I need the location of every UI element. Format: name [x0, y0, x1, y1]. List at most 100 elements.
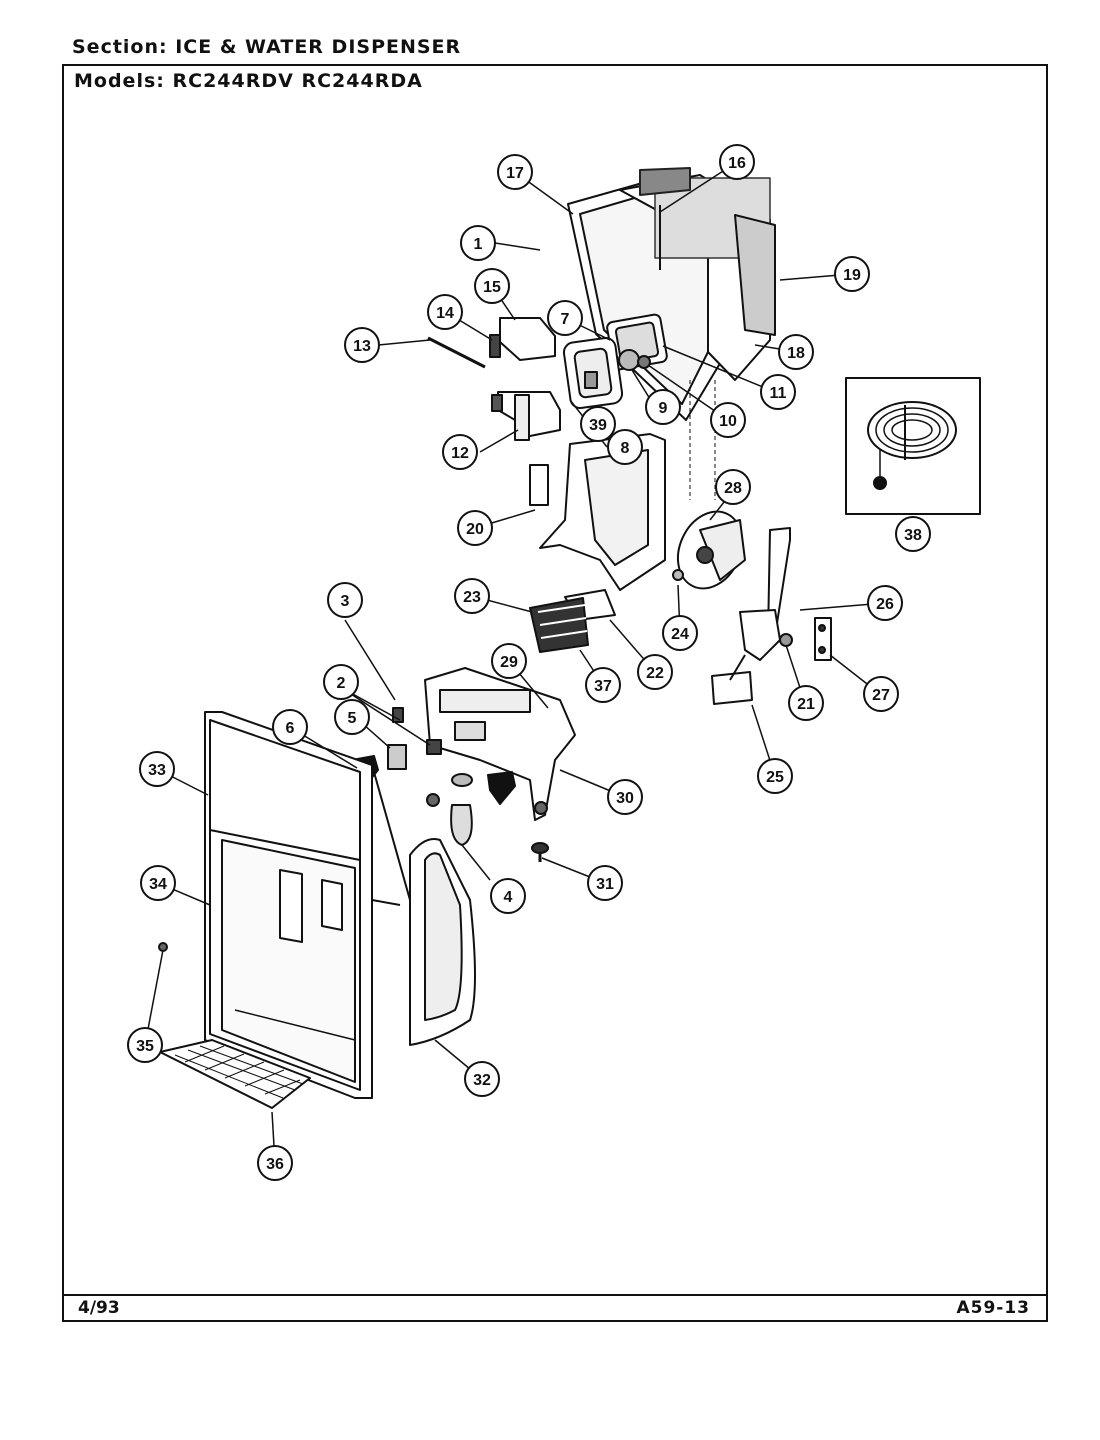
upper-brackets: [427, 317, 561, 441]
callout-circle: [457, 510, 493, 546]
section-value: ICE & WATER DISPENSER: [175, 36, 462, 58]
callout-number: 34: [149, 876, 167, 893]
callout-number: 9: [659, 400, 668, 417]
callout-25: 25: [757, 758, 793, 794]
callout-36: 36: [257, 1145, 293, 1181]
callout-circle: [427, 294, 463, 330]
callout-3: 3: [327, 582, 363, 618]
callout-circle: [719, 144, 755, 180]
callout-9: 9: [645, 389, 681, 425]
callout-27: 27: [863, 676, 899, 712]
callout-circle: [442, 434, 478, 470]
callout-number: 28: [724, 480, 742, 497]
callout-labels: 1234567891011121314151617181920212223242…: [127, 144, 931, 1181]
callout-number: 19: [843, 267, 861, 284]
callout-circle: [460, 225, 496, 261]
callout-31: 31: [587, 865, 623, 901]
callout-number: 13: [353, 338, 371, 355]
callout-21: 21: [788, 685, 824, 721]
callout-circle: [895, 516, 931, 552]
callout-circle: [834, 256, 870, 292]
callout-18: 18: [778, 334, 814, 370]
footer-page-code: A59-13: [956, 1298, 1030, 1318]
actuator-disc: [672, 510, 746, 590]
callout-38: 38: [895, 516, 931, 552]
dispenser-bracket: [351, 667, 576, 862]
callout-circle: [323, 664, 359, 700]
callout-number: 20: [466, 521, 484, 538]
models-value: RC244RDV RC244RDA: [172, 70, 423, 92]
callout-circle: [257, 1145, 293, 1181]
callout-number: 18: [787, 345, 805, 362]
callout-33: 33: [139, 751, 175, 787]
callout-number: 1: [474, 236, 483, 253]
callout-circle: [272, 709, 308, 745]
callout-circle: [757, 758, 793, 794]
callout-number: 33: [148, 762, 166, 779]
callout-number: 24: [671, 626, 689, 643]
callout-28: 28: [715, 469, 751, 505]
callout-number: 30: [616, 790, 634, 807]
section-title: Section: ICE & WATER DISPENSER: [72, 36, 461, 58]
callout-2: 2: [323, 664, 359, 700]
callout-5: 5: [334, 699, 370, 735]
callout-16: 16: [719, 144, 755, 180]
callout-circle: [788, 685, 824, 721]
water-chute: [409, 838, 476, 1046]
callout-20: 20: [457, 510, 493, 546]
callout-number: 5: [348, 710, 357, 727]
callout-circle: [863, 676, 899, 712]
callout-number: 4: [504, 889, 513, 906]
callout-circle: [490, 878, 526, 914]
callout-circle: [867, 585, 903, 621]
callout-26: 26: [867, 585, 903, 621]
callout-11: 11: [760, 374, 796, 410]
callout-circle: [607, 429, 643, 465]
callout-number: 25: [766, 769, 784, 786]
callout-number: 29: [500, 654, 518, 671]
callout-number: 35: [136, 1038, 154, 1055]
callout-circle: [547, 300, 583, 336]
callout-23: 23: [454, 578, 490, 614]
callout-number: 23: [463, 589, 481, 606]
callout-circle: [334, 699, 370, 735]
callout-30: 30: [607, 779, 643, 815]
models-label: Models:: [74, 70, 165, 92]
callout-14: 14: [427, 294, 463, 330]
callout-number: 22: [646, 665, 664, 682]
callout-37: 37: [585, 667, 621, 703]
callout-number: 31: [596, 876, 614, 893]
callout-number: 8: [621, 440, 630, 457]
callout-17: 17: [497, 154, 533, 190]
callout-35: 35: [127, 1027, 163, 1063]
models-row: Models: RC244RDV RC244RDA: [74, 70, 423, 92]
callout-circle: [491, 643, 527, 679]
callout-24: 24: [662, 615, 698, 651]
callout-circle: [607, 779, 643, 815]
callout-29: 29: [491, 643, 527, 679]
callout-number: 2: [337, 675, 346, 692]
screw-35: [158, 942, 168, 952]
callout-19: 19: [834, 256, 870, 292]
callout-circle: [474, 268, 510, 304]
callout-39: 39: [580, 406, 616, 442]
callout-number: 38: [904, 527, 922, 544]
callout-8: 8: [607, 429, 643, 465]
callout-circle: [637, 654, 673, 690]
callout-22: 22: [637, 654, 673, 690]
callout-number: 17: [506, 165, 524, 182]
callout-4: 4: [490, 878, 526, 914]
callout-number: 12: [451, 445, 469, 462]
callout-number: 7: [561, 311, 570, 328]
callout-number: 10: [719, 413, 737, 430]
ice-chute-funnel: [529, 433, 666, 653]
callout-circle: [139, 751, 175, 787]
callout-circle: [760, 374, 796, 410]
callout-circle: [497, 154, 533, 190]
callout-circle: [127, 1027, 163, 1063]
callout-number: 27: [872, 687, 890, 704]
callout-number: 36: [266, 1156, 284, 1173]
callout-circle: [580, 406, 616, 442]
footer-rule: [64, 1294, 1046, 1296]
